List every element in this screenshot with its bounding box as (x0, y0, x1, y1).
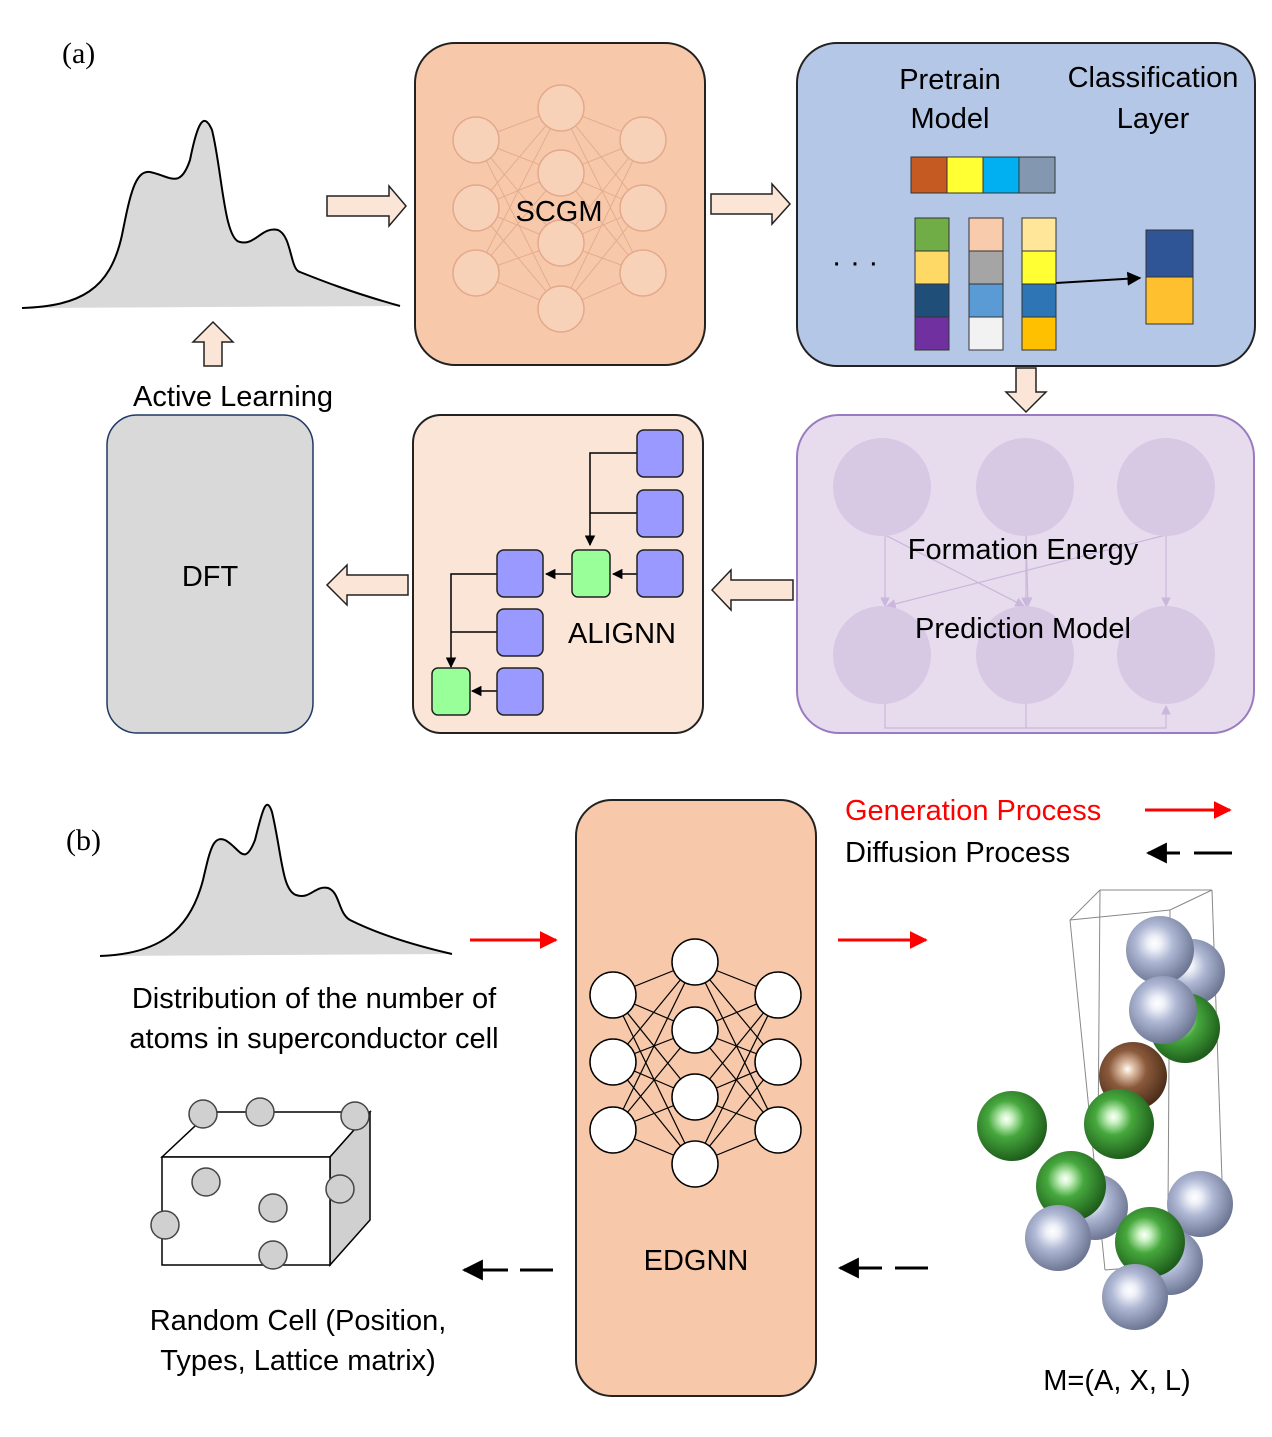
atom-sphere-icon (1129, 976, 1197, 1044)
edgnn-network-nodes (589, 938, 802, 1188)
arrow-pretrain-to-prediction (1004, 367, 1048, 414)
alignn-node-blue (636, 429, 684, 478)
alignn-label: ALIGNN (568, 618, 676, 650)
distribution-label-line2: atoms in superconductor cell (129, 1023, 498, 1055)
classification-output (1145, 229, 1194, 325)
active-learning-arrow (191, 320, 235, 367)
atom-sphere-icon (1167, 1171, 1233, 1237)
edgnn-box: EDGNN (575, 799, 817, 1397)
alignn-node-blue (496, 549, 544, 598)
scgm-network-nodes (452, 84, 667, 333)
edgnn-label: EDGNN (644, 1245, 749, 1277)
classification-arrow (1055, 271, 1142, 286)
atom-sphere-icon (1102, 1264, 1168, 1330)
alignn-node-blue (496, 608, 544, 657)
feature-column-3 (1021, 217, 1057, 351)
crystal-structure (977, 889, 1233, 1330)
scgm-box: SCGM (414, 42, 706, 366)
feature-column-2 (968, 217, 1004, 351)
atom-sphere-icon (1025, 1205, 1091, 1271)
alignn-node-green (431, 667, 471, 716)
alignn-node-blue (636, 489, 684, 538)
pretrain-title-line1: Pretrain (899, 64, 1001, 96)
active-learning-label: Active Learning (133, 381, 333, 413)
atom-sphere-icon (1115, 1207, 1185, 1277)
pretrain-title-line2: Model (911, 103, 990, 135)
alignn-node-blue (496, 667, 544, 716)
feature-column-1 (914, 217, 950, 351)
alignn-box: ALIGNN (412, 414, 704, 734)
arrow-curve-to-scgm (326, 183, 407, 229)
atom-sphere-icon (977, 1091, 1047, 1161)
classification-title-line2: Layer (1117, 103, 1190, 135)
alignn-nodes (431, 429, 684, 716)
ellipsis: · · · (832, 246, 879, 279)
panel-a-label: (a) (62, 37, 95, 70)
random-cell-label-line2: Types, Lattice matrix) (160, 1345, 436, 1377)
arrow-scgm-to-pretrain (710, 182, 792, 226)
random-cell-atoms (150, 1097, 370, 1270)
arrow-alignn-to-dft (325, 563, 409, 607)
distribution-label-line1: Distribution of the number of (132, 983, 497, 1015)
classification-title-line1: Classification (1068, 62, 1239, 94)
panel-b-label: (b) (66, 824, 101, 857)
prediction-box: Formation Energy Prediction Model (796, 414, 1255, 734)
scgm-label: SCGM (516, 196, 603, 228)
random-cell-label-line1: Random Cell (Position, (150, 1305, 447, 1337)
embedding-row (910, 156, 1056, 194)
formation-energy-label: Formation Energy (908, 534, 1139, 566)
prediction-model-label: Prediction Model (915, 613, 1131, 645)
lattice-box-icon (150, 1097, 372, 1270)
alignn-node-blue (636, 549, 684, 598)
atom-sphere-icon (1036, 1151, 1106, 1221)
output-label: M=(A, X, L) (1043, 1365, 1190, 1397)
legend-generation-label: Generation Process (845, 795, 1101, 827)
dft-label: DFT (182, 561, 239, 593)
arrow-prediction-to-alignn (710, 568, 794, 612)
prediction-network-edges (880, 534, 1171, 729)
atom-sphere-icon (1084, 1089, 1154, 1159)
alignn-edges (445, 452, 637, 697)
legend-diffusion-label: Diffusion Process (845, 837, 1070, 869)
pretrain-box: Pretrain Model Classification Layer · · … (796, 42, 1256, 367)
distribution-curve-b-icon (99, 804, 453, 957)
alignn-node-green (571, 549, 611, 598)
atom-sphere-icon (1126, 916, 1194, 984)
distribution-curve-icon (21, 119, 401, 309)
dft-box: DFT (106, 414, 314, 734)
prediction-network-nodes (833, 438, 1215, 704)
